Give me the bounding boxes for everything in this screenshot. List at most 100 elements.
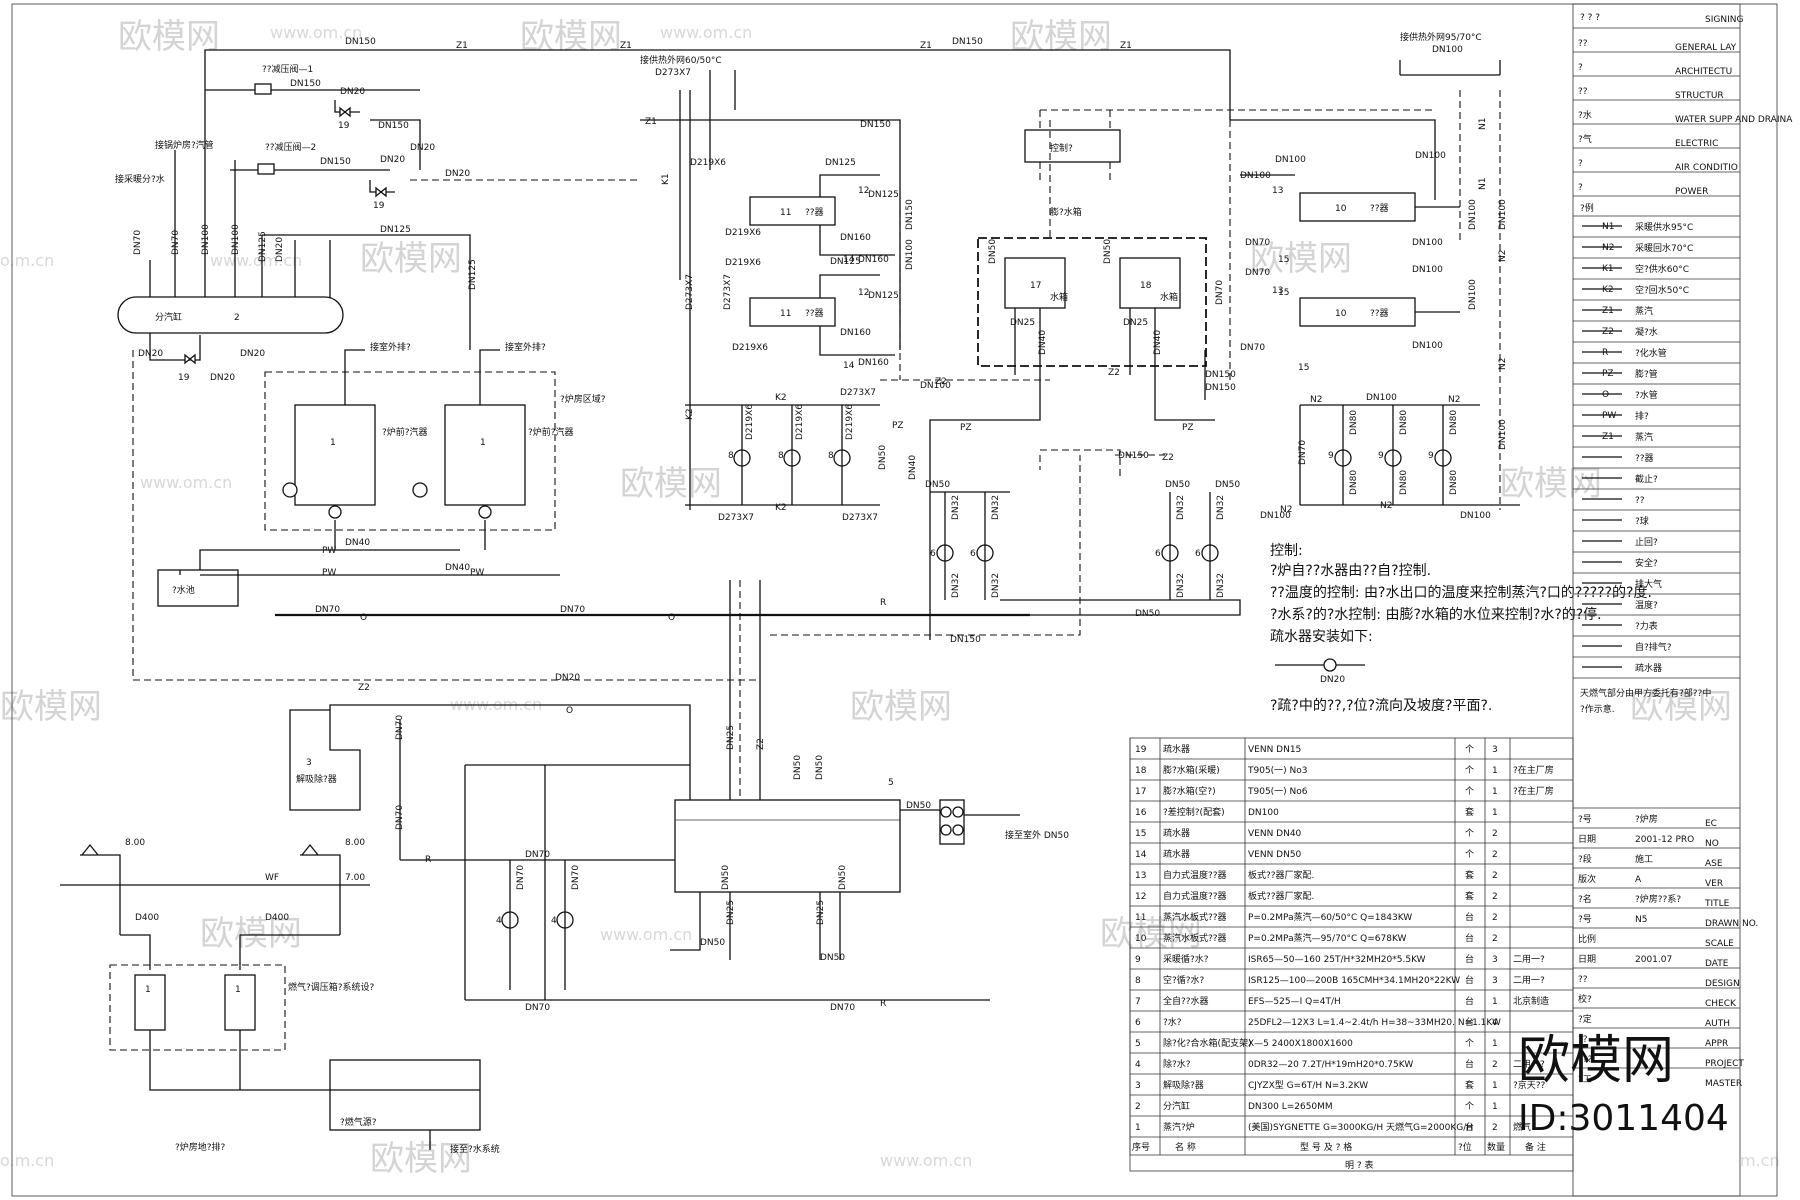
tb-meta-en: DATE	[1705, 959, 1729, 969]
pipe-label: Z1	[456, 41, 468, 51]
pipe-label: DN100	[1432, 45, 1463, 55]
equip-tag-8: 8	[828, 451, 834, 461]
watermark-url: www.om.cn	[600, 925, 692, 944]
equip-tag-1: 1	[330, 438, 336, 448]
pipe-label: DN100	[905, 239, 915, 270]
hx-11b	[749, 297, 836, 327]
pipe-label: PZ	[1182, 423, 1194, 433]
schedule-header: 序号	[1132, 1141, 1150, 1153]
pipe-label: N2	[1380, 501, 1392, 511]
pipe-label: PW	[322, 568, 336, 578]
schedule-unit: 台	[1465, 953, 1474, 965]
tb-discipline-en: POWER	[1675, 187, 1708, 197]
pipe-label: DN20	[555, 673, 580, 683]
pipe-label: DN20	[138, 349, 163, 359]
control-line: ?炉自??水器由??自?控制.	[1270, 563, 1431, 579]
schedule-spec: ISR125—100—200B 165CMH*34.1MH20*22KW	[1248, 976, 1460, 986]
pipe-label: DN70	[133, 230, 143, 255]
pipe-label: K2	[775, 503, 787, 513]
tb-meta-en: TITLE	[1704, 899, 1730, 909]
pipe-label: DN50	[1215, 480, 1240, 490]
pipe-label: DN50	[1135, 609, 1160, 619]
pipe-label: DN20	[340, 87, 365, 97]
schedule-name: 疏水器	[1163, 743, 1190, 755]
schedule-unit: 台	[1465, 1121, 1474, 1133]
pipe-label: DN32	[991, 573, 1001, 598]
schedule-note: 二用一?	[1513, 1059, 1545, 1070]
schedule-note: ?京天??	[1513, 1079, 1546, 1091]
note-reducer1: ??减压阀—1	[262, 63, 313, 75]
schedule-spec: ISR65—50—160 25T/H*32MH20*5.5KW	[1248, 955, 1426, 965]
steam-header: 分汽缸 2 DN20 DN20 19 DN20	[117, 296, 344, 383]
note-exhaust: 接室外排?	[505, 341, 546, 353]
schedule-no: 10	[1135, 934, 1147, 944]
note-fuel: 燃气?调压箱?系统设?	[288, 981, 375, 993]
pipe-label: Z1	[645, 117, 657, 127]
legend-text: 排?	[1635, 410, 1649, 422]
pipe-label: DN150	[1205, 383, 1236, 393]
tb-discipline-en: ARCHITECTU	[1675, 67, 1732, 77]
schedule-no: 8	[1135, 976, 1141, 986]
equip-tag-4: 4	[551, 916, 557, 926]
aircon-pumps: K2 D273X7 K2 D273X7 D273X7 8 8 8 K2 D273…	[685, 90, 918, 523]
pipe-label: DN20	[275, 237, 285, 262]
pipe-label: DN150	[952, 37, 983, 47]
note-to-drain: 接至?水系统	[450, 1143, 500, 1155]
brand-logo-text: 欧模网	[1518, 1031, 1674, 1091]
schedule-spec: X—5 2400X1800X1600	[1248, 1039, 1353, 1049]
schedule-unit: 个	[1465, 1101, 1474, 1112]
pipe-label: DN100	[1460, 511, 1491, 521]
pipe-label: Z1	[920, 41, 932, 51]
schedule-no: 3	[1135, 1081, 1141, 1091]
pipe-label: N2	[1448, 395, 1460, 405]
watermark-url: www.om.cn	[140, 473, 232, 492]
pipe-label: DN32	[1176, 495, 1186, 520]
hx-air-conditioning: Z1 DN150 K1 D219X6 11 11 ??器 ??器 DN125 D…	[640, 70, 1050, 391]
gas-tank-a	[134, 974, 166, 1031]
schedule-unit: 个	[1465, 765, 1474, 776]
pipe-label: DN150	[320, 157, 351, 167]
tb-meta-en: APPR	[1705, 1039, 1728, 1049]
legend-text: 排大气	[1635, 578, 1662, 590]
hx-name: ??器	[805, 308, 824, 319]
equip-tag-1: 1	[235, 985, 241, 995]
control-box	[1024, 129, 1121, 163]
schedule-qty: 2	[1492, 829, 1498, 839]
tb-discipline: ?	[1578, 159, 1583, 169]
pipe-label: D219X6	[725, 228, 761, 238]
hx-name: ??器	[1370, 203, 1389, 214]
schedule-no: 2	[1135, 1102, 1141, 1112]
schedule-note: ?在主厂房	[1513, 764, 1554, 776]
equip-tag-1: 1	[480, 438, 486, 448]
steam-reducer-1: ??减压阀—1 DN150 DN20 19	[205, 63, 420, 131]
schedule-name: ?水?	[1163, 1016, 1182, 1028]
note-boiler-area: ?炉房区域?	[560, 393, 606, 405]
schedule-no: 14	[1135, 850, 1147, 860]
equip-tag-14: 14	[843, 255, 855, 265]
pipe-label: DN100	[920, 381, 951, 391]
pipe-label: DN160	[840, 328, 871, 338]
pipe-label: R	[880, 598, 886, 608]
pipe-label: DN50	[815, 755, 825, 780]
pipe-label: DN125	[468, 259, 478, 290]
schedule-name: 除?水?	[1163, 1058, 1191, 1070]
pipe-label: PW	[470, 568, 484, 578]
pipe-label: DN25	[726, 725, 736, 750]
pipe-label: DN25	[1123, 318, 1148, 328]
schedule-note: 燃气	[1513, 1121, 1531, 1133]
pipe-label: O	[668, 613, 675, 623]
control-notes: 控制: ?炉自??水器由??自?控制. ??温度的控制: 由?水出口的温度来控制…	[1270, 543, 1652, 714]
tb-meta-label: ?段	[1578, 853, 1592, 865]
tb-meta-label: ?工	[1578, 1075, 1592, 1085]
pipe-label: Z2	[1108, 368, 1120, 378]
equip-tag-6: 6	[1155, 549, 1161, 559]
pipe-label: DN160	[858, 358, 889, 368]
equip-tag-3: 3	[306, 758, 312, 768]
watermark-text: 欧模网	[200, 914, 302, 954]
pipe-label: DN70	[571, 865, 581, 890]
watermark-url: o.m.cn	[0, 1151, 54, 1170]
schedule-name: 分汽缸	[1163, 1100, 1190, 1112]
equip-tag-14: 14	[843, 361, 855, 371]
schedule-name: ?差控制?(配套)	[1163, 806, 1225, 818]
